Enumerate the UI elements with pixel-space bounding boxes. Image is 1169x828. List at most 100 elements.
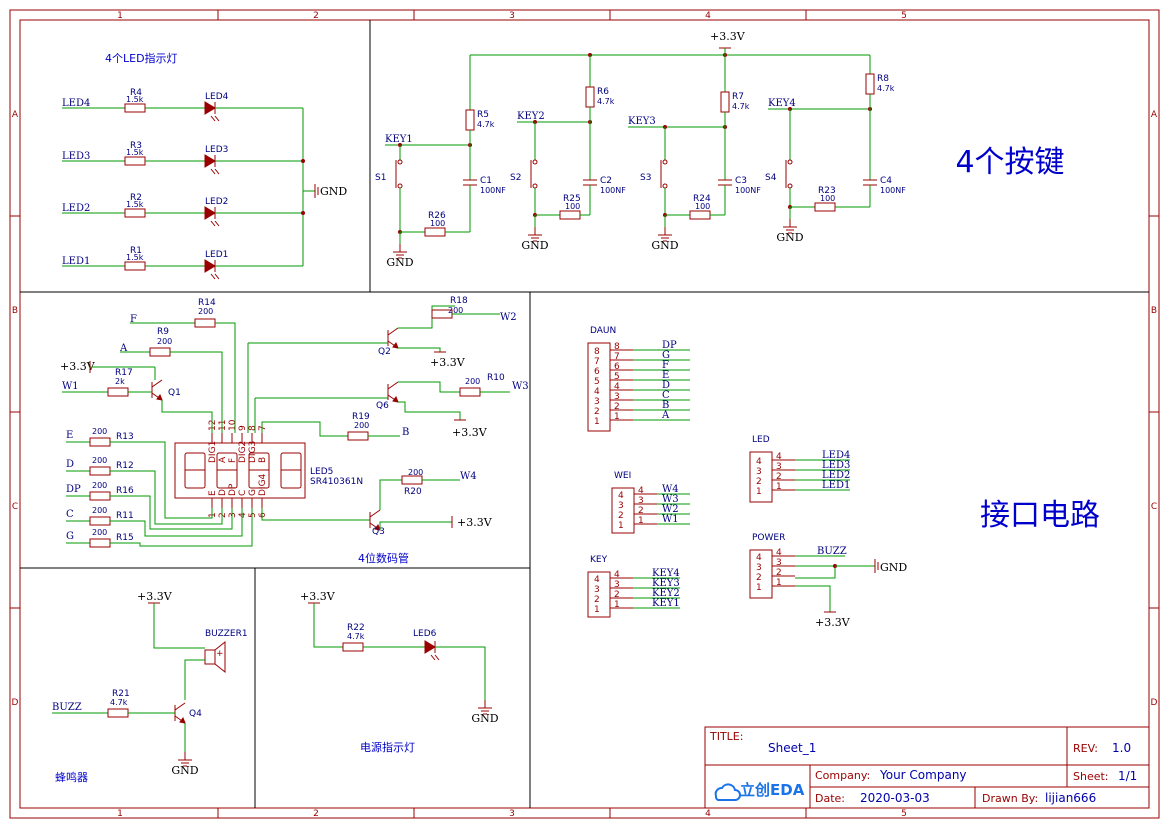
pin-name: DIG4 <box>258 473 268 496</box>
pin-name: G <box>248 489 258 496</box>
value-r25: 100 <box>565 202 580 211</box>
gnd-label: GND <box>386 256 413 269</box>
wire <box>261 421 348 437</box>
ref-r3: R3 <box>130 141 142 151</box>
column-tick: 5 <box>901 809 907 819</box>
ref-c4: C4 <box>880 176 892 186</box>
transistor-arrow <box>156 393 163 401</box>
ref-r25: R25 <box>563 194 581 204</box>
connector-power <box>749 549 773 599</box>
resistor-r7 <box>720 91 730 113</box>
value-r11: 200 <box>92 506 107 515</box>
pin-number: 4 <box>594 575 600 585</box>
pin-number-right: 3 <box>776 558 782 568</box>
value-r26: 100 <box>430 219 445 228</box>
wire <box>795 585 831 612</box>
ref-r6: R6 <box>597 87 609 97</box>
pin-number-right: 1 <box>614 412 620 422</box>
switch-contact <box>397 183 403 189</box>
buzzer-horn <box>214 640 226 674</box>
ref-r22: R22 <box>347 623 365 633</box>
ref-q4: Q4 <box>189 709 202 719</box>
connector-wei <box>611 487 635 534</box>
ref-r15: R15 <box>116 533 134 543</box>
net-label-e: E <box>66 430 73 441</box>
row-tick: A <box>12 110 19 120</box>
gnd-label: GND <box>880 561 907 574</box>
pin-number: 3 <box>594 585 600 595</box>
value-r3: 1.5k <box>126 148 144 157</box>
net-label-w2: W2 <box>500 312 517 323</box>
value-r15: 200 <box>92 528 107 537</box>
tb-company: Your Company <box>879 768 967 782</box>
tb-sheet: 1/1 <box>1118 769 1137 783</box>
tb-sheet-label: Sheet: <box>1073 770 1109 783</box>
tb-drawn-label: Drawn By: <box>982 792 1038 805</box>
resistor-r5 <box>465 109 475 131</box>
pin-number-right: 4 <box>614 382 620 392</box>
value-r16: 200 <box>92 481 107 490</box>
vcc-label: +3.3V <box>430 356 466 369</box>
column-tick: 5 <box>901 11 907 21</box>
value-r8: 4.7k <box>877 84 895 93</box>
cloud-logo-icon <box>714 783 741 801</box>
pin-number: 2 <box>594 595 600 605</box>
connector-led <box>749 451 773 503</box>
pin-number: 4 <box>756 457 762 467</box>
ref-q3: Q3 <box>372 527 385 537</box>
pin-name: DIG3 <box>248 441 258 463</box>
pin-name: DP <box>228 483 238 496</box>
connector-daun <box>587 342 611 432</box>
switch-contact <box>662 159 668 165</box>
net-label-led2: LED2 <box>62 203 90 214</box>
vcc-label: +3.3V <box>457 516 493 529</box>
pin-number-right: 3 <box>614 392 620 402</box>
connector-name-key: KEY <box>590 555 608 565</box>
wire <box>435 646 486 700</box>
resistor-r2 <box>124 208 146 218</box>
net-label-c: C <box>662 390 670 401</box>
pin-number: 4 <box>594 387 600 397</box>
net-label-led1: LED1 <box>62 256 90 267</box>
led-ray <box>214 115 220 122</box>
transistor-collector <box>387 381 399 390</box>
ref-r21: R21 <box>112 689 130 699</box>
pin-number: 2 <box>618 511 624 521</box>
ref-r8: R8 <box>877 74 889 84</box>
wire <box>161 400 213 433</box>
ref-q2: Q2 <box>378 347 391 357</box>
net-label-led4: LED4 <box>62 98 90 109</box>
value-c4: 100NF <box>880 186 906 195</box>
tb-company-label: Company: <box>815 769 870 782</box>
net-label-key2: KEY2 <box>517 111 545 122</box>
tb-title: Sheet_1 <box>768 741 816 755</box>
led-ray <box>210 168 216 175</box>
ref-s3: S3 <box>640 173 651 183</box>
net-label-buzz: BUZZ <box>52 702 82 713</box>
value-r22: 4.7k <box>347 632 365 641</box>
column-tick: 4 <box>705 11 711 21</box>
resistor-r3 <box>124 156 146 166</box>
switch-contact <box>787 159 793 165</box>
resistor-r9 <box>149 347 171 357</box>
ref-r20: R20 <box>404 487 422 497</box>
resistor-r11 <box>89 516 111 526</box>
pin-number: 2 <box>756 477 762 487</box>
ref-r18: R18 <box>450 296 468 306</box>
ref-r19: R19 <box>352 412 370 422</box>
vcc-label: +3.3V <box>815 616 851 629</box>
ref-s1: S1 <box>375 173 386 183</box>
pin-name: DIG1 <box>208 441 218 463</box>
value-r23: 100 <box>820 194 835 203</box>
pin-number: 4 <box>756 553 762 563</box>
wire <box>398 401 461 420</box>
value-r18: 200 <box>448 306 463 315</box>
ref-buzzer: BUZZER1 <box>205 629 248 639</box>
ref-led-3: LED1 <box>205 250 228 260</box>
pin-number: 12 <box>208 420 218 431</box>
resistor-r23 <box>814 202 836 212</box>
net-label-led4: LED4 <box>822 450 850 461</box>
pin-number: 10 <box>228 419 238 431</box>
led-ray <box>214 168 220 175</box>
wire <box>135 495 233 530</box>
